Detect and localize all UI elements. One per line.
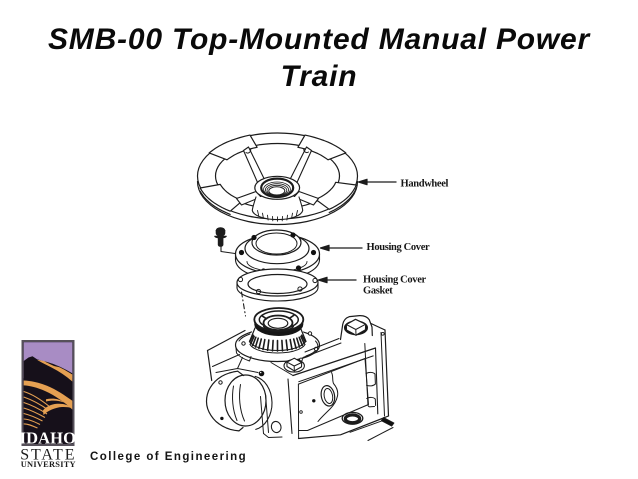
svg-text:IDAHO: IDAHO xyxy=(20,429,76,448)
svg-text:Handwheel: Handwheel xyxy=(401,179,449,190)
svg-text:Gasket: Gasket xyxy=(363,286,393,297)
svg-text:Housing Cover: Housing Cover xyxy=(363,275,427,286)
svg-text:Housing Cover: Housing Cover xyxy=(367,242,431,253)
svg-text:STATE: STATE xyxy=(20,447,76,464)
svg-text:UNIVERSITY: UNIVERSITY xyxy=(21,460,76,469)
